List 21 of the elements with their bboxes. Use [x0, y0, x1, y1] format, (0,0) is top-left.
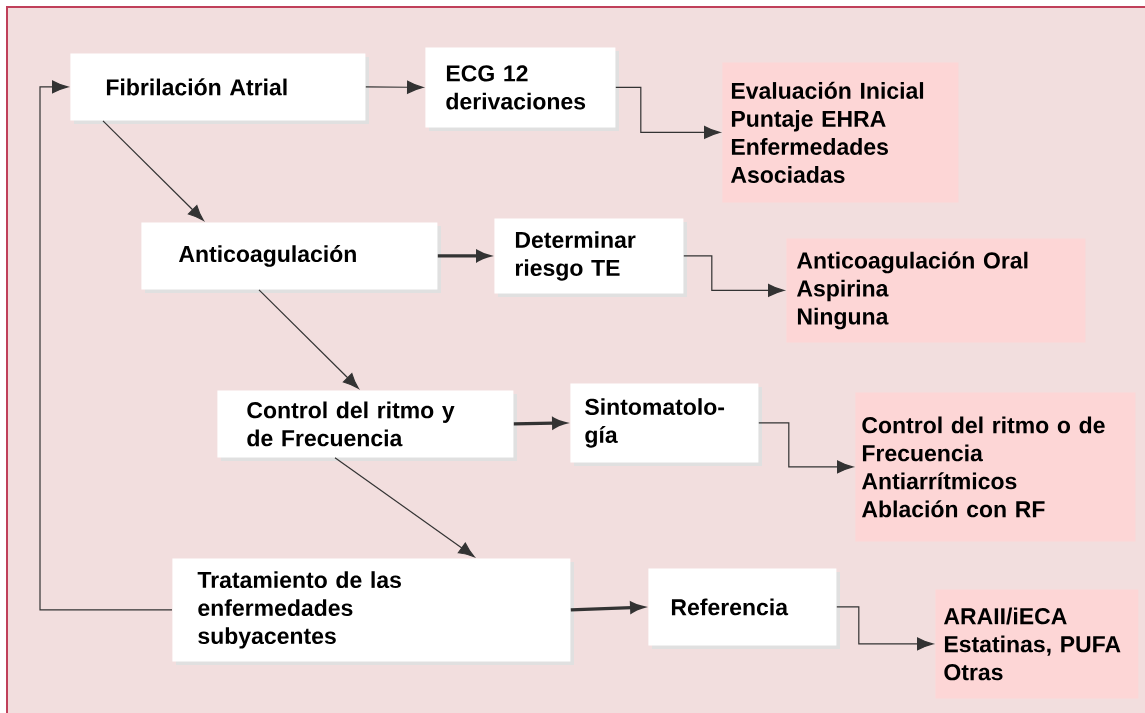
arrow [365, 80, 424, 94]
process-box: Referencia [648, 568, 837, 646]
process-box: Tratamiento de las enfermedades subyacentes [172, 558, 571, 662]
process-box: Control del ritmo y de Frecuencia [217, 390, 514, 458]
arrow [758, 422, 854, 474]
process-box: Sintomatolo- gía [570, 383, 759, 463]
list-box: ARAII/iECA Estatinas, PUFA Otras [935, 589, 1139, 699]
arrow [615, 86, 721, 139]
process-box: Anticoagulación [141, 222, 438, 290]
process-box: Determinar riesgo TE [494, 218, 684, 294]
arrow [258, 289, 359, 389]
list-box: Control del ritmo o de Frecuencia Antiarrítmicos Ablación con RF [855, 392, 1136, 542]
arrow [39, 80, 173, 611]
arrow [102, 120, 204, 221]
process-box: Fibrilación Atrial [70, 53, 366, 121]
arrow [334, 457, 475, 558]
arrow [836, 606, 934, 651]
list-box: Anticoagulación Oral Aspirina Ninguna [786, 238, 1086, 343]
arrow [683, 255, 785, 297]
process-box: ECG 12 derivaciones [425, 47, 616, 128]
list-box: Evaluación Inicial Puntaje EHRA Enfermedades Asociadas [722, 62, 959, 203]
